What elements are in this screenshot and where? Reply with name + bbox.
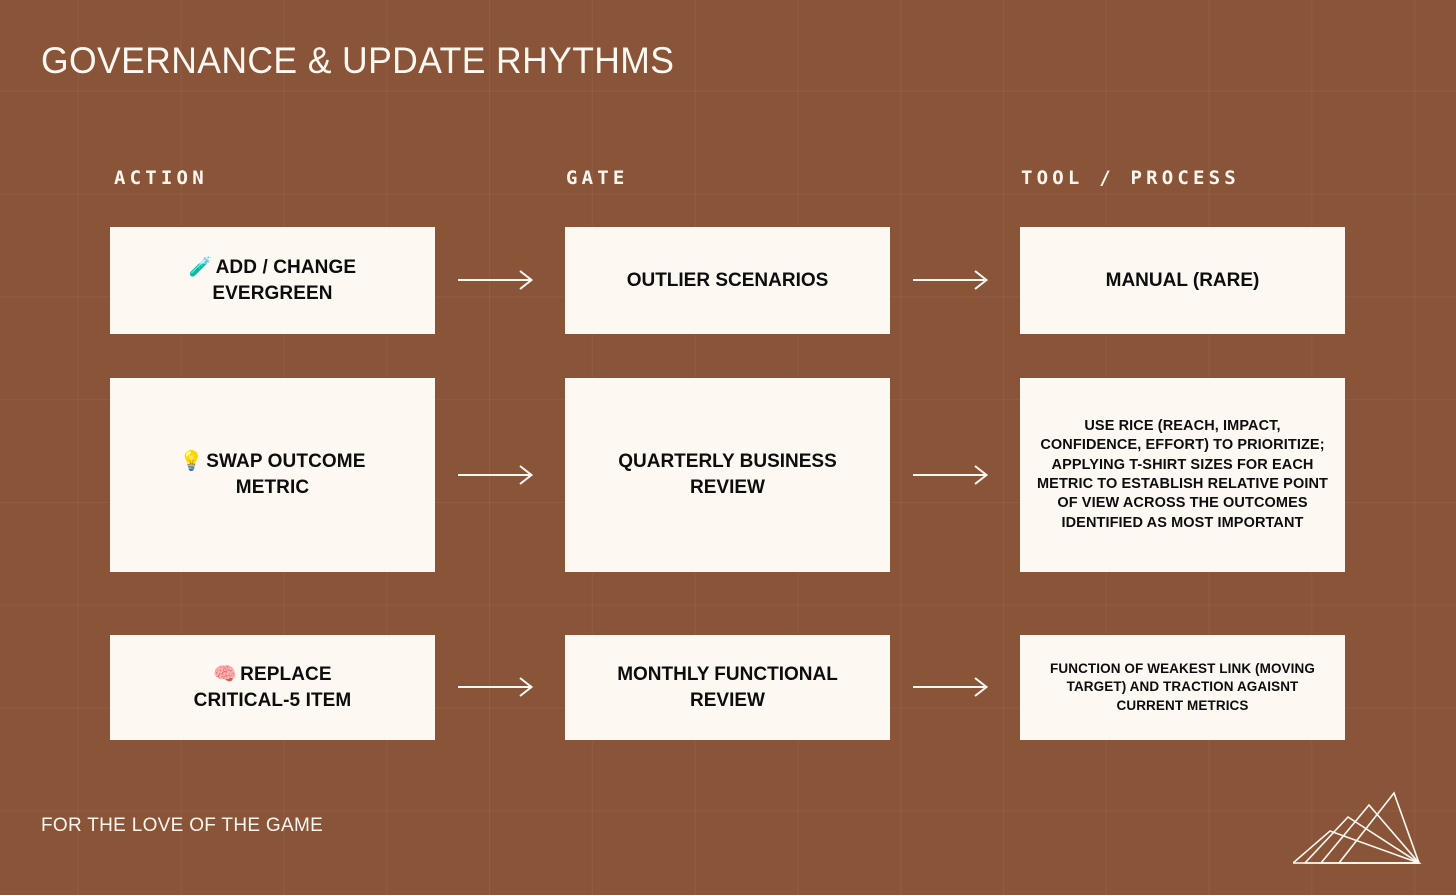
arrow-action-to-gate-row-1 (458, 269, 544, 291)
page-title: GOVERNANCE & UPDATE RHYTHMS (41, 40, 675, 81)
arrow-action-to-gate-row-3 (458, 676, 544, 698)
tool-card-row-3-text: FUNCTION OF WEAKEST LINK (MOVING TARGET)… (1050, 660, 1315, 713)
footer-tagline: FOR THE LOVE OF THE GAME (41, 815, 324, 836)
gate-card-row-3-text: MONTHLY FUNCTIONAL REVIEW (617, 663, 838, 711)
action-card-row-2[interactable]: 💡SWAP OUTCOME METRIC (110, 378, 435, 572)
arrow-gate-to-tool-row-2 (913, 464, 999, 486)
gate-card-row-2-text: QUARTERLY BUSINESS REVIEW (618, 451, 837, 498)
mountain-peaks-logo (1293, 789, 1423, 871)
action-card-row-2-text: 💡SWAP OUTCOME METRIC (180, 449, 366, 501)
gate-card-row-2[interactable]: QUARTERLY BUSINESS REVIEW (565, 378, 890, 572)
action-card-row-1-line2: EVERGREEN (212, 282, 333, 304)
action-card-row-3-text: 🧠REPLACE CRITICAL-5 ITEM (194, 662, 352, 714)
action-card-row-1-text: 🧪ADD / CHANGE EVERGREEN (189, 255, 356, 307)
action-card-row-2-line1: SWAP OUTCOME (206, 451, 366, 472)
gate-card-row-1-text: OUTLIER SCENARIOS (626, 269, 829, 291)
column-header-action: ACTION (114, 167, 208, 189)
column-header-tool-process: TOOL / PROCESS (1021, 167, 1240, 189)
tool-card-row-3[interactable]: FUNCTION OF WEAKEST LINK (MOVING TARGET)… (1020, 635, 1345, 740)
arrow-gate-to-tool-row-1 (913, 269, 999, 291)
light-bulb-emoji: 💡 (179, 451, 204, 472)
brain-emoji: 🧠 (213, 663, 238, 685)
tool-card-row-2[interactable]: USE RICE (REACH, IMPACT, CONFIDENCE, EFF… (1020, 378, 1345, 572)
gate-card-row-3[interactable]: MONTHLY FUNCTIONAL REVIEW (565, 635, 890, 740)
action-card-row-3-line2: CRITICAL-5 ITEM (193, 689, 352, 711)
gate-card-row-1[interactable]: OUTLIER SCENARIOS (565, 227, 890, 334)
action-card-row-2-line2: METRIC (235, 477, 310, 498)
tool-card-row-2-text: USE RICE (REACH, IMPACT, CONFIDENCE, EFF… (1037, 417, 1328, 531)
column-header-gate: GATE (566, 167, 629, 189)
test-tube-emoji: 🧪 (188, 256, 213, 278)
action-card-row-1-line1: ADD / CHANGE (215, 256, 357, 278)
action-card-row-3[interactable]: 🧠REPLACE CRITICAL-5 ITEM (110, 635, 435, 740)
arrow-action-to-gate-row-2 (458, 464, 544, 486)
action-card-row-1[interactable]: 🧪ADD / CHANGE EVERGREEN (110, 227, 435, 334)
action-card-row-3-line1: REPLACE (240, 663, 332, 685)
tool-card-row-1-text: MANUAL (RARE) (1105, 269, 1260, 291)
arrow-gate-to-tool-row-3 (913, 676, 999, 698)
tool-card-row-1[interactable]: MANUAL (RARE) (1020, 227, 1345, 334)
